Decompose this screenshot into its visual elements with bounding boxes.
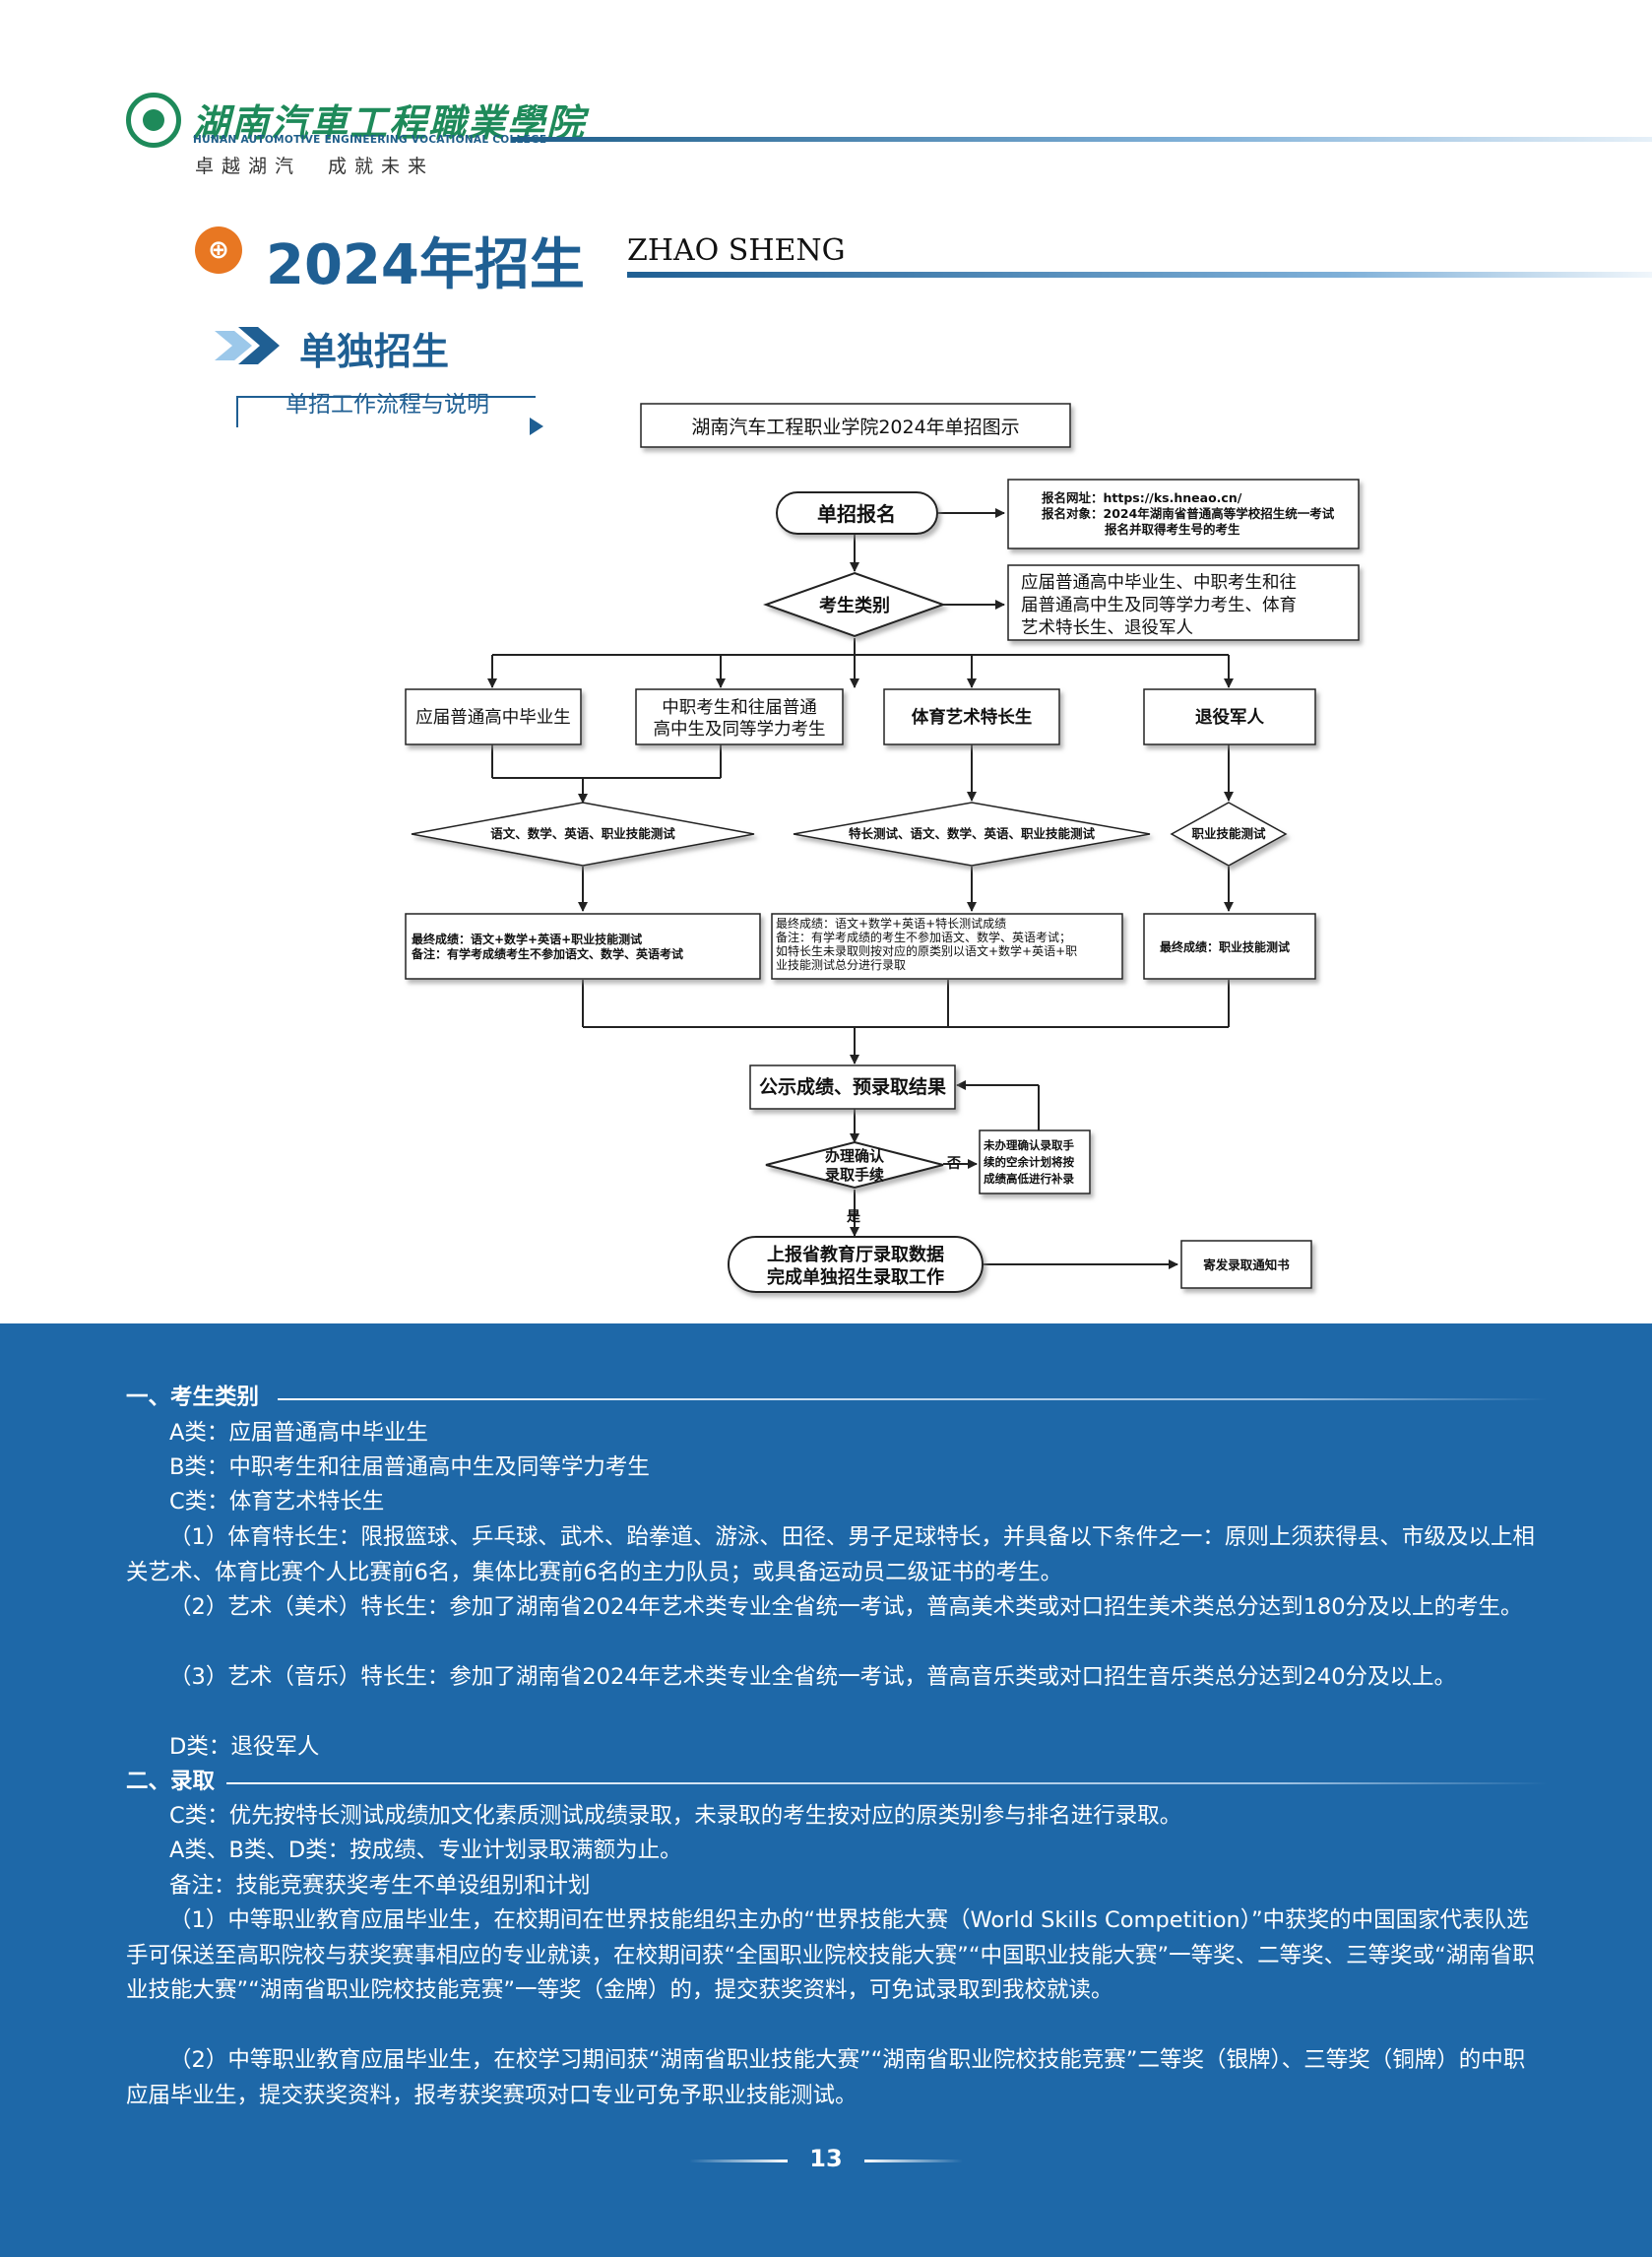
confirm-decision (765, 1140, 944, 1190)
competition-rule-2: （2）中等职业教育应届毕业生，在校学习期间获“湖南省职业技能大赛”“湖南省职业院… (126, 2047, 1526, 2108)
score-c-line1: 最终成绩：语文+数学+英语+特长测试成绩 (776, 916, 1006, 931)
score-c-line2: 备注：有学考成绩的考生不参加语文、数学、英语考试； (776, 930, 1071, 944)
admission-c-text: C类：优先按特长测试成绩加文化素质测试成绩录取，未录取的考生按对应的原类别参与排… (169, 1803, 1182, 1829)
page-title-english: ZHAO SHENG (627, 233, 846, 268)
category-d-box (1143, 688, 1316, 745)
category-a-box (405, 688, 582, 745)
flowchart-title-box (640, 403, 1071, 448)
music-specialty-text: （3）艺术（音乐）特长生：参加了湖南省2024年艺术类专业全省统一考试，普高音乐… (169, 1664, 1457, 1690)
category-d-text: D类：退役军人 (169, 1734, 320, 1760)
title-badge-glyph: ⊕ (208, 235, 229, 265)
score-c-line3: 如特长生未录取则按对应的原类别以语文+数学+英语+职 (776, 943, 1077, 958)
score-c-line4: 业技能测试总分进行录取 (776, 957, 906, 972)
supplement-line1: 未办理确认录取手 (983, 1138, 1074, 1152)
start-node (776, 491, 938, 535)
heading-categories: 一、考生类别 (126, 1385, 260, 1410)
notice-label: 寄发录取通知书 (1203, 1257, 1290, 1272)
score-ab-line2: 备注：有学考成绩考生不参加语文、数学、英语考试 (411, 946, 683, 961)
category-b-line1: 中职考生和往届普通 (662, 698, 817, 718)
heading-rule (226, 1782, 1548, 1784)
page-number-rule-left (689, 2160, 788, 2162)
yes-branch-label: 是 (847, 1209, 861, 1225)
score-d-box (1143, 913, 1316, 980)
category-a-label: 应届普通高中毕业生 (415, 708, 571, 728)
start-node-label: 单招报名 (817, 502, 896, 526)
confirm-line2: 录取手续 (825, 1166, 884, 1184)
registration-url: 报名网址：https://ks.hneao.cn/ (1042, 490, 1242, 505)
subsection-title: 单招工作流程与说明 (286, 392, 489, 418)
heading-rule (278, 1398, 1548, 1400)
score-ab-line1: 最终成绩：语文+数学+英语+职业技能测试 (412, 932, 642, 946)
confirm-line1: 办理确认 (825, 1147, 885, 1165)
competition-note-text: 备注：技能竞赛获奖考生不单设组别和计划 (169, 1873, 591, 1899)
college-name-en: HUNAN AUTOMOTIVE ENGINEERING VOCATIONAL … (193, 134, 547, 146)
category-note-box (1007, 564, 1360, 641)
supplement-line2: 续的空余计划将按 (984, 1155, 1074, 1169)
test-ab-decision (411, 802, 755, 867)
supplement-box (979, 1129, 1091, 1194)
heading-admission: 二、录取 (126, 1769, 216, 1794)
subsection-bracket (236, 396, 536, 427)
final-report-node (728, 1236, 984, 1293)
category-c-label: 体育艺术特长生 (912, 707, 1033, 728)
supplement-line3: 成绩高低进行补录 (984, 1172, 1074, 1186)
category-note-line2: 届普通高中生及同等学力考生、体育 (1021, 596, 1297, 615)
no-branch-label: 否 (946, 1156, 961, 1172)
score-ab-box (405, 913, 761, 980)
test-ab-label: 语文、数学、英语、职业技能测试 (490, 826, 675, 841)
admission-abd-text: A类、B类、D类：按成绩、专业计划录取满额为止。 (169, 1838, 682, 1863)
page-number: 13 (809, 2145, 843, 2172)
category-note-line3: 艺术特长生、退役军人 (1021, 618, 1193, 638)
category-c-text: C类：体育艺术特长生 (169, 1489, 385, 1515)
category-b-line2: 高中生及同等学力考生 (654, 720, 826, 740)
category-d-label: 退役军人 (1195, 707, 1264, 728)
score-c-box (771, 913, 1123, 980)
notice-box (1180, 1240, 1312, 1289)
admission-flowchart: 湖南汽车工程职业学院2024年单招图示 单招报名 报名网址：https://ks… (405, 403, 1360, 1293)
slogan: 卓越湖汽 成就未来 (195, 156, 435, 177)
college-logo-emblem (126, 93, 181, 148)
section-chevron-icon (215, 327, 280, 364)
publish-results-box (749, 1064, 956, 1110)
flowchart-title: 湖南汽车工程职业学院2024年单招图示 (691, 417, 1019, 438)
title-badge-icon: ⊕ (195, 226, 242, 274)
category-c-box (883, 688, 1060, 745)
art-specialty-text: （2）艺术（美术）特长生：参加了湖南省2024年艺术类专业全省统一考试，普高美术… (169, 1594, 1523, 1620)
sports-specialty-text: （1）体育特长生：限报篮球、乒乓球、武术、跆拳道、游泳、田径、男子足球特长，并具… (126, 1524, 1535, 1585)
score-d-label: 最终成绩：职业技能测试 (1160, 939, 1290, 954)
competition-rule-1: （1）中等职业教育应届毕业生，在校期间在世界技能组织主办的“世界技能大赛（Wor… (126, 1907, 1535, 2003)
final-report-line2: 完成单独招生录取工作 (767, 1266, 944, 1288)
category-decision (763, 571, 946, 638)
registration-note-box (1007, 479, 1360, 549)
registration-target-line2: 报名并取得考生号的考生 (1105, 522, 1240, 537)
category-a-text: A类：应届普通高中毕业生 (169, 1420, 428, 1446)
subsection-arrow-icon (530, 418, 543, 435)
header-divider (512, 137, 1652, 142)
registration-target-line1: 报名对象：2024年湖南省普通高等学校招生统一考试 (1042, 506, 1335, 521)
content-panel (0, 1323, 1652, 2257)
test-d-label: 职业技能测试 (1191, 826, 1266, 841)
test-d-decision (1170, 802, 1288, 867)
section-title: 单独招生 (299, 330, 450, 373)
page-title: 2024年招生 (266, 233, 585, 297)
category-decision-label: 考生类别 (819, 595, 890, 616)
test-c-decision (793, 802, 1151, 867)
category-b-box (635, 688, 844, 745)
test-c-label: 特长测试、语文、数学、英语、职业技能测试 (849, 826, 1096, 841)
publish-results-label: 公示成绩、预录取结果 (759, 1075, 946, 1098)
title-underline (627, 272, 1652, 278)
category-note-line1: 应届普通高中毕业生、中职考生和往 (1021, 573, 1297, 593)
category-b-text: B类：中职考生和往届普通高中生及同等学力考生 (169, 1454, 650, 1480)
final-report-line1: 上报省教育厅录取数据 (767, 1244, 944, 1265)
